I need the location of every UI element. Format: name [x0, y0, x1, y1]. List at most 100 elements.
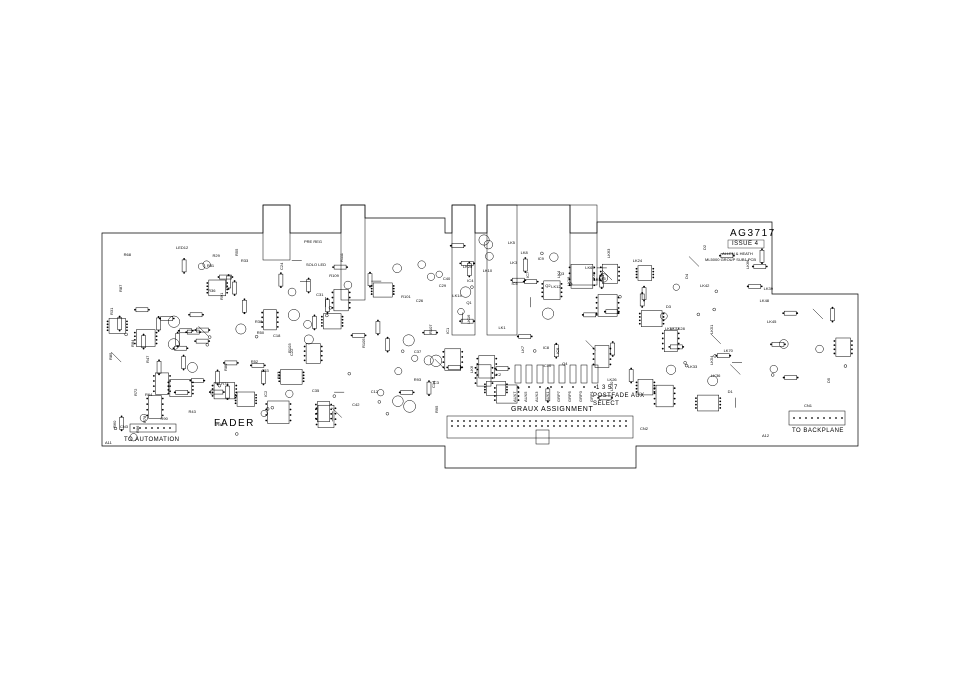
pad [682, 345, 685, 348]
pin [167, 388, 170, 391]
pin [491, 366, 494, 369]
ic-package [148, 395, 162, 419]
pin [261, 325, 264, 328]
pad [422, 331, 425, 334]
cn3-pin [139, 427, 141, 429]
pin [331, 301, 334, 304]
edge-connector-cn2 [446, 415, 634, 439]
pin [235, 388, 238, 390]
component-ref: LK4 [556, 271, 562, 279]
resistor [460, 318, 474, 324]
ic-package [835, 337, 851, 357]
pin [474, 377, 477, 379]
pin [146, 408, 149, 411]
component-ref: LK26 [607, 377, 617, 383]
pad [326, 311, 329, 314]
pin [617, 301, 620, 304]
component-ref: R36 [208, 288, 216, 294]
pad [463, 244, 466, 247]
pad [751, 265, 754, 268]
component-ref: LK48 [759, 298, 770, 304]
pin [851, 348, 853, 351]
pin [652, 270, 655, 273]
pad [148, 308, 150, 311]
pad [796, 376, 799, 379]
pin [255, 396, 258, 399]
cn2-pin [523, 420, 525, 422]
pin [476, 363, 479, 365]
pin [461, 356, 464, 358]
pad [428, 394, 430, 397]
capacitor [303, 334, 314, 345]
pad [715, 354, 718, 357]
resistor [174, 345, 187, 351]
pin [302, 374, 305, 377]
pin [484, 388, 486, 391]
pin [484, 391, 486, 394]
pin [370, 285, 373, 287]
resistor [352, 333, 365, 338]
ic-package [108, 318, 126, 334]
pin [609, 352, 612, 355]
cn3-pin [151, 427, 153, 429]
pin [673, 397, 676, 400]
pin [341, 315, 344, 318]
pad [191, 329, 194, 332]
resistor [333, 264, 347, 270]
pin [206, 282, 209, 284]
ic-package [486, 381, 506, 396]
pin [126, 320, 128, 323]
pin [560, 291, 563, 294]
pin [330, 417, 333, 420]
capacitor [129, 433, 138, 442]
resistor [232, 281, 237, 295]
pin [719, 403, 722, 406]
pad [158, 373, 160, 376]
pin [695, 407, 697, 409]
component-ref: R38 [254, 318, 263, 324]
pin [442, 356, 445, 358]
pin [392, 290, 395, 293]
maker-line-2: ML5000 GROUP SUB1 PCB [705, 257, 757, 262]
cn2-pin [619, 425, 621, 427]
resistor [598, 395, 612, 401]
pin [493, 391, 496, 393]
pad [364, 334, 367, 337]
ic-package [263, 309, 277, 331]
cn2-pin [493, 420, 495, 422]
pin [677, 347, 680, 350]
pad [831, 306, 834, 309]
resistor [367, 273, 373, 286]
pin [155, 338, 158, 341]
resistor [523, 258, 528, 272]
cn2-pin [553, 420, 555, 422]
pin [133, 335, 136, 338]
cn2-pin [619, 420, 621, 422]
pin [167, 385, 170, 388]
pad [233, 294, 236, 296]
pad [617, 310, 620, 313]
pin [653, 381, 656, 384]
pad [459, 262, 462, 265]
pin [106, 329, 109, 332]
component-ref: LK70 [723, 348, 733, 354]
capacitor [303, 320, 312, 329]
ic-package [641, 310, 663, 327]
resistor [524, 279, 537, 284]
pin [348, 296, 351, 299]
pad [226, 398, 229, 400]
ic-package [372, 282, 393, 298]
capacitor [260, 410, 268, 417]
pin [320, 345, 323, 348]
component-ref: R107 [428, 324, 434, 335]
pin [348, 291, 351, 294]
capacitor [599, 273, 609, 283]
pin [146, 414, 149, 417]
pin [161, 408, 164, 411]
resistor [156, 361, 162, 374]
cn2-pin [559, 420, 561, 422]
cn2-pin [589, 420, 591, 422]
top-connector-5 [569, 204, 598, 286]
cn2-pin [487, 425, 489, 427]
component-ref: LK16 [466, 314, 472, 324]
